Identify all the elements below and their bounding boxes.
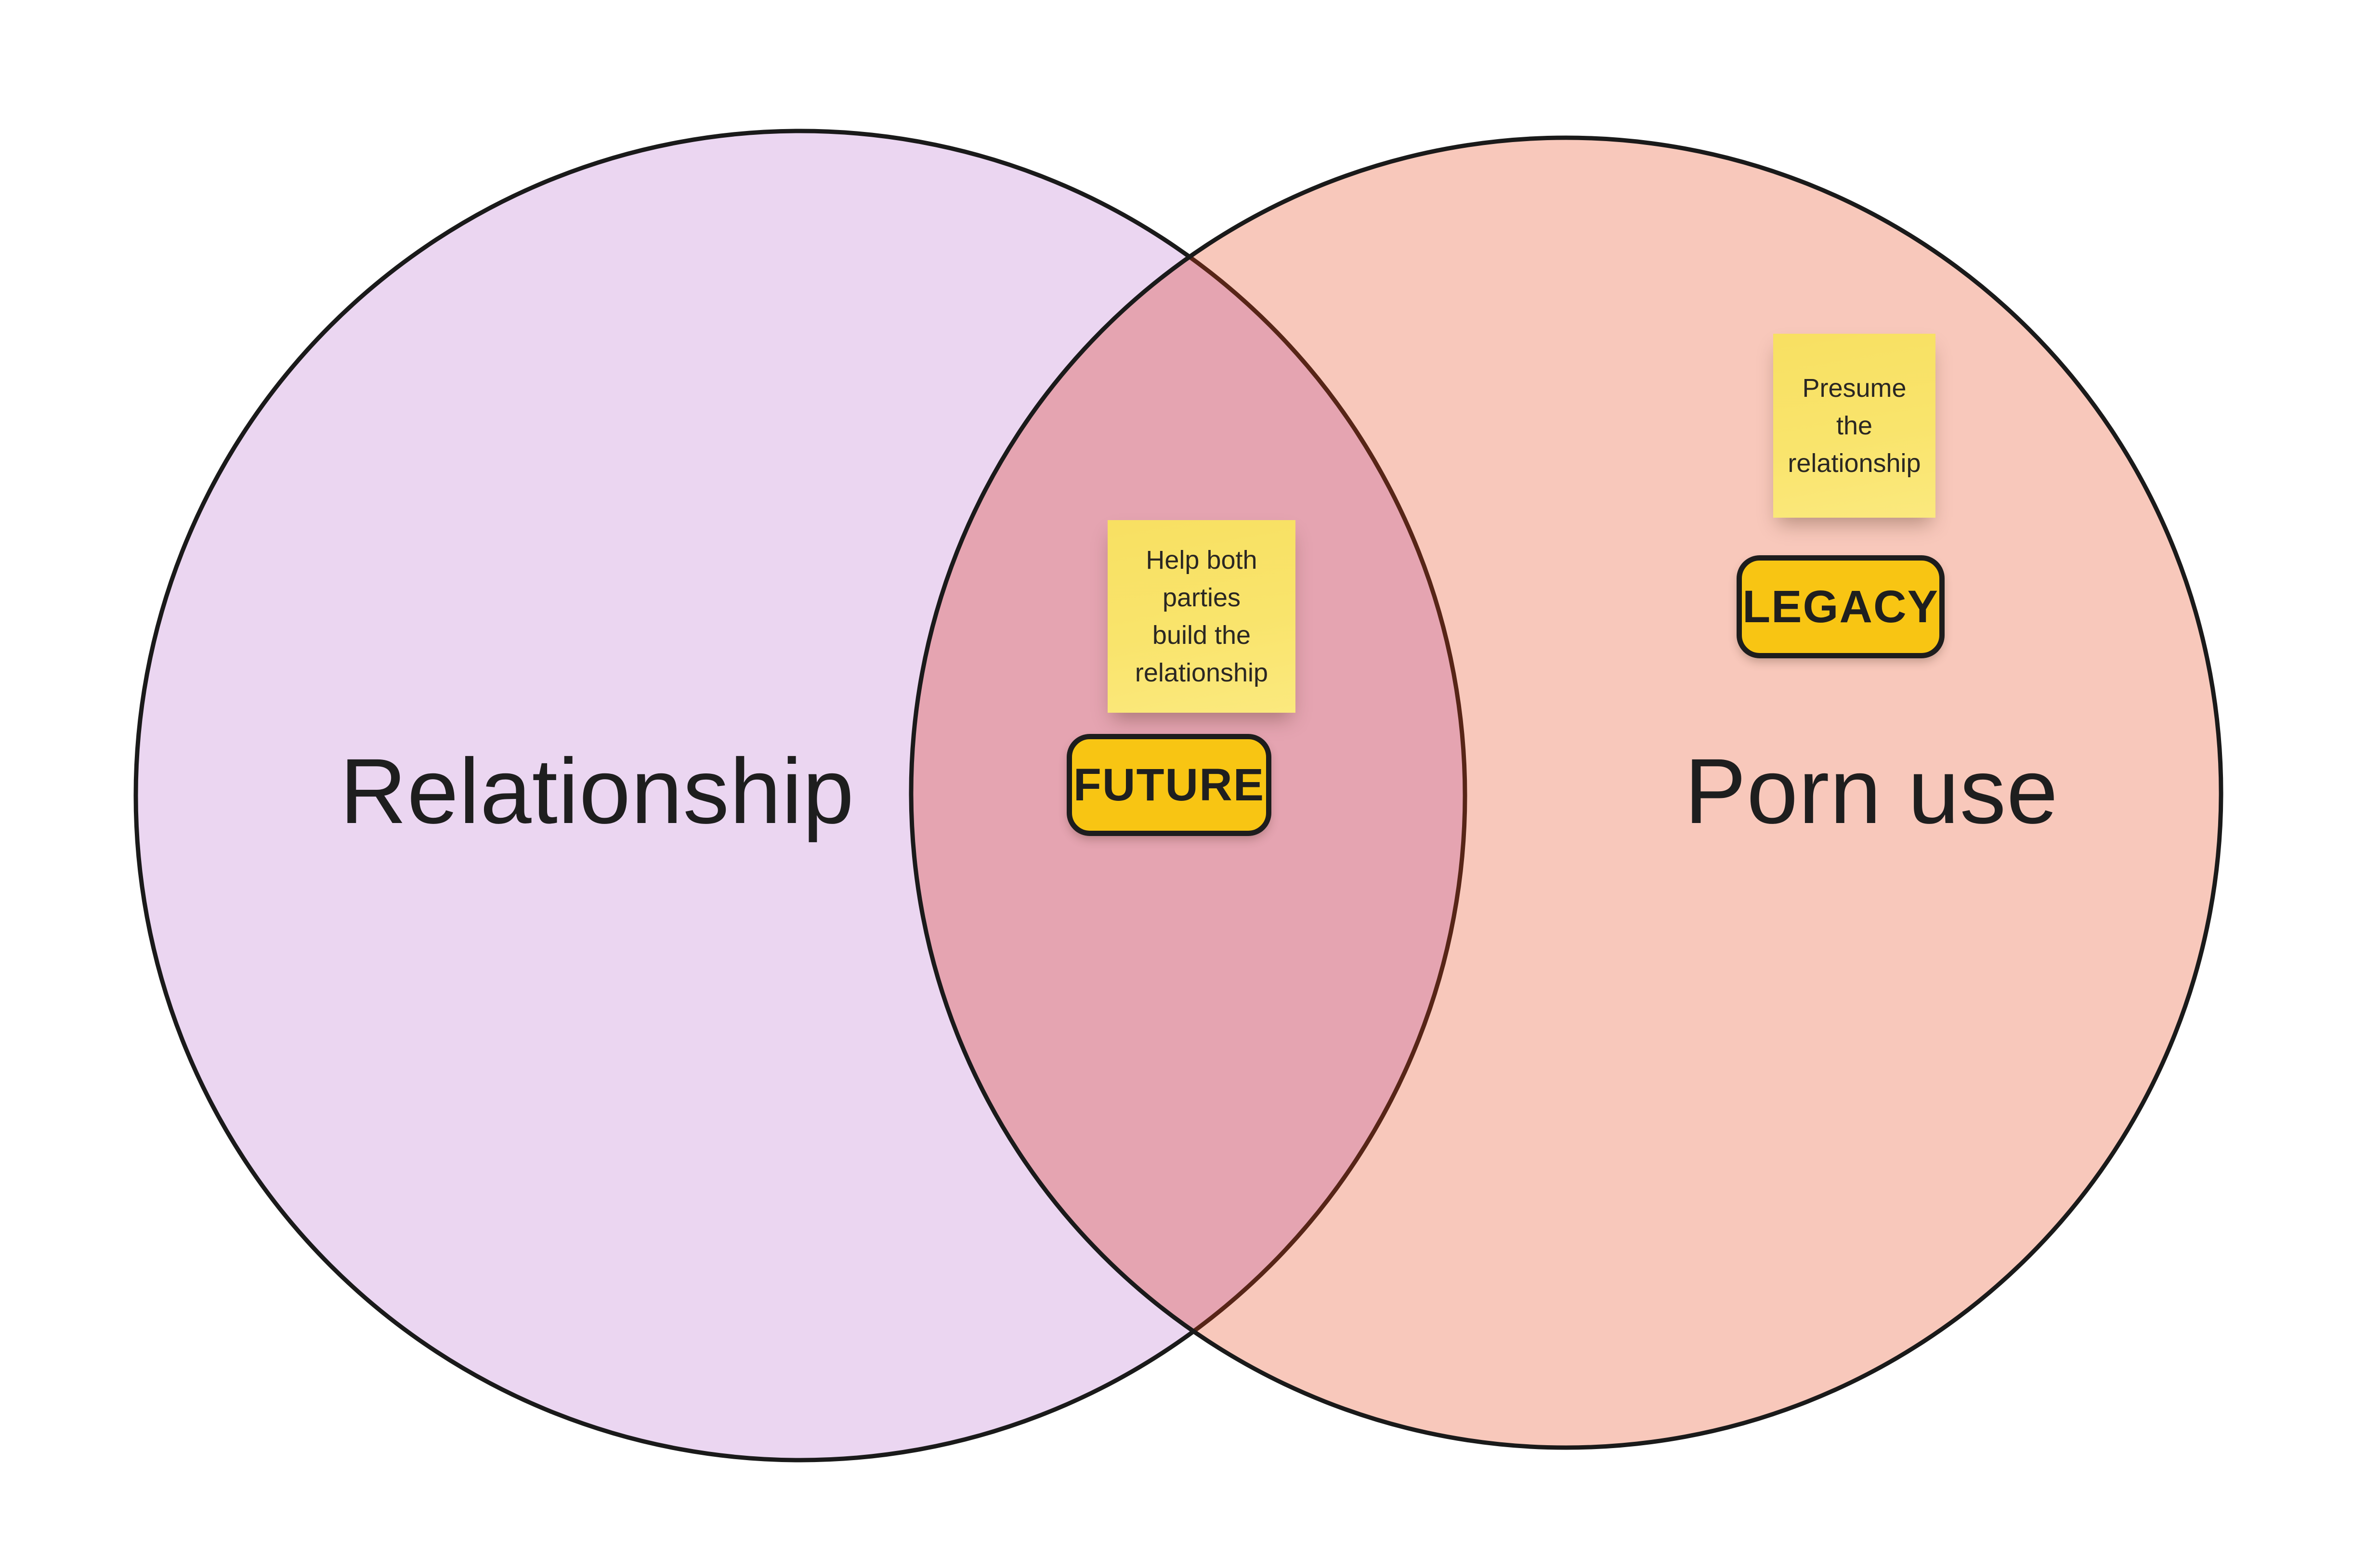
- left-circle-label: Relationship: [340, 739, 855, 843]
- right-circle-label: Porn use: [1684, 739, 2059, 843]
- sticky-note-right-circle[interactable]: Presume the relationship: [1773, 334, 1935, 518]
- sticky-note-overlap[interactable]: Help both parties build the relationship: [1108, 520, 1295, 713]
- legacy-badge-label: LEGACY: [1742, 581, 1939, 632]
- sticky-note-line: parties: [1162, 583, 1241, 612]
- right-circle-outline: [909, 135, 2223, 1450]
- sticky-note-line: relationship: [1788, 449, 1921, 478]
- sticky-note-line: the: [1836, 411, 1873, 440]
- sticky-note-line: Help both: [1146, 546, 1257, 575]
- overlap-left-arc: [911, 138, 1467, 1448]
- sticky-note-line: relationship: [1135, 658, 1268, 687]
- sticky-note-line: Presume: [1802, 374, 1907, 403]
- future-badge[interactable]: FUTURE: [1067, 734, 1271, 836]
- legacy-badge[interactable]: LEGACY: [1737, 555, 1945, 658]
- overlap-region: [911, 138, 1465, 1448]
- sticky-note-line: build the: [1152, 621, 1251, 650]
- future-badge-label: FUTURE: [1073, 759, 1265, 810]
